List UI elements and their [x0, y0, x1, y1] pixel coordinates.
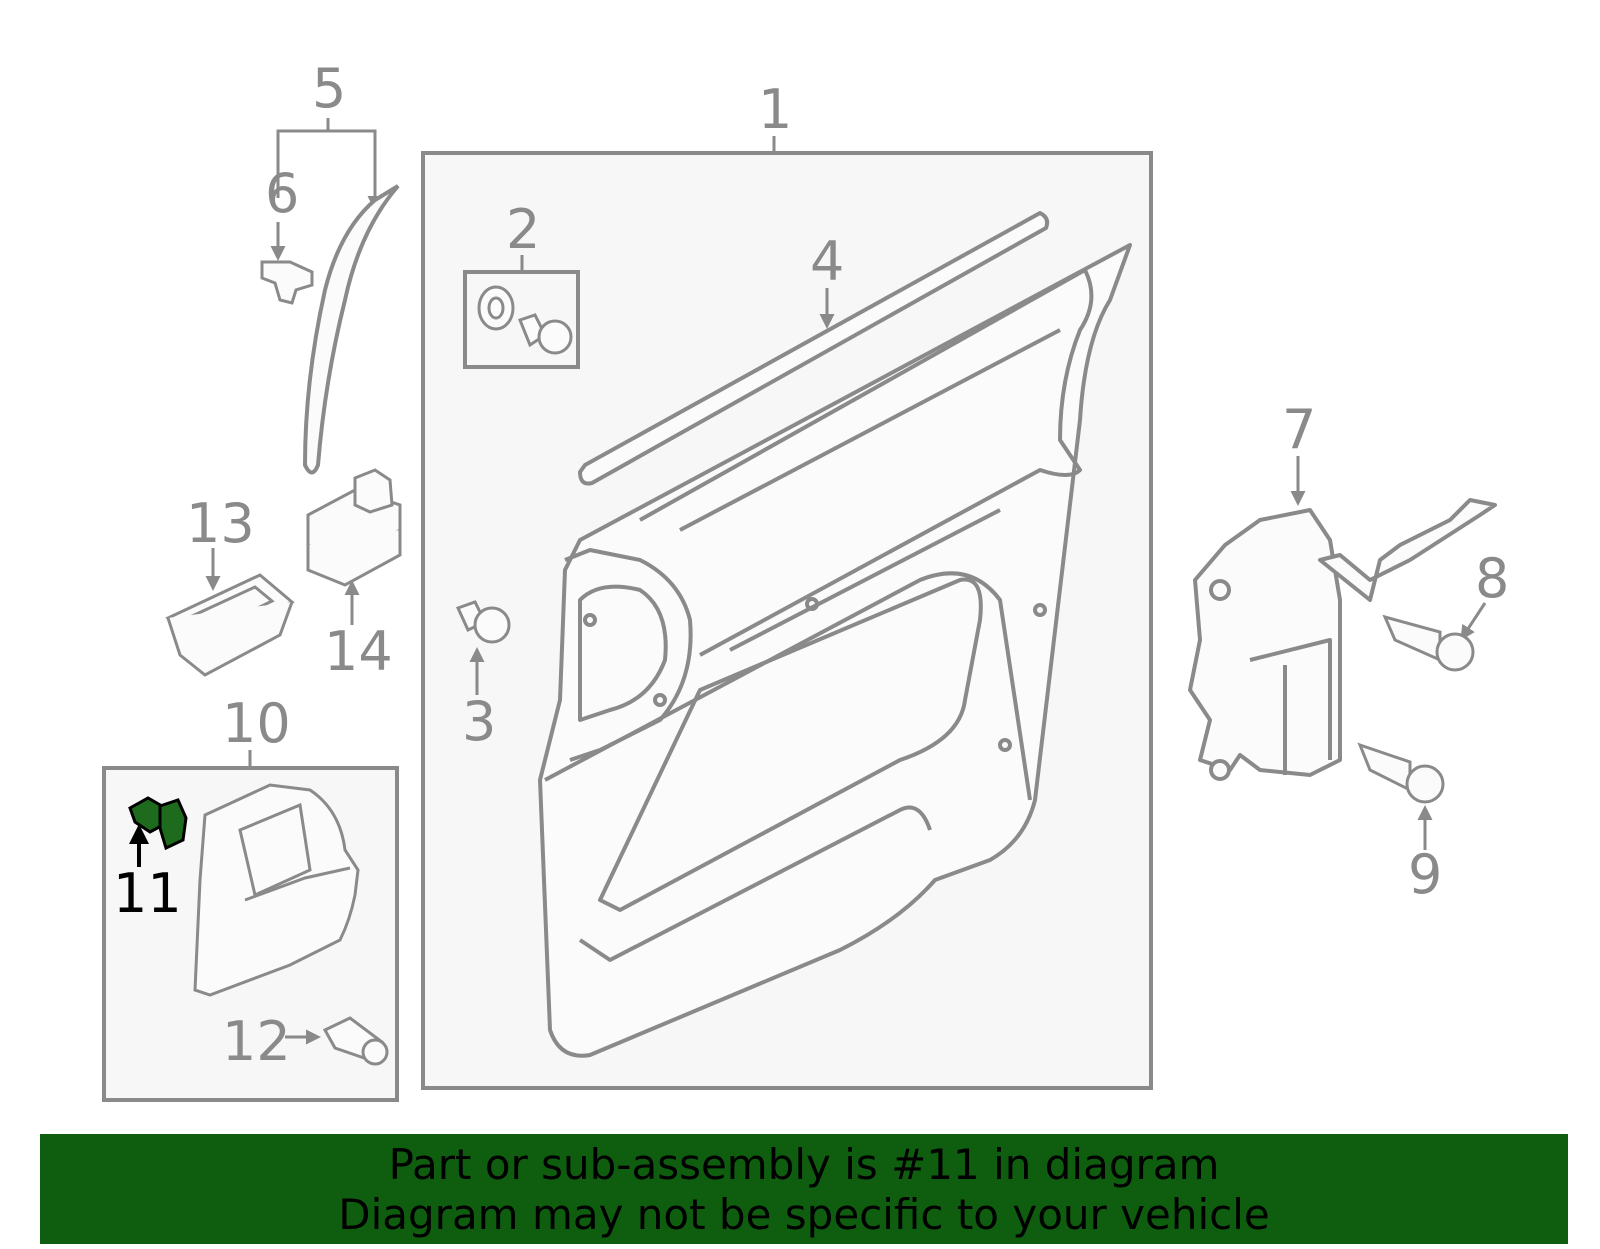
callout-9[interactable]: 9 — [1408, 843, 1442, 906]
armrest[interactable] — [193, 783, 360, 997]
garnish-molding[interactable] — [302, 184, 400, 475]
callout-13[interactable]: 13 — [186, 492, 255, 555]
info-banner: Part or sub-assembly is #11 in diagram D… — [40, 1134, 1568, 1244]
banner-line-1: Part or sub-assembly is #11 in diagram — [388, 1140, 1220, 1189]
switch-bezel[interactable] — [165, 573, 295, 677]
callout-1[interactable]: 1 — [758, 78, 792, 141]
callout-11[interactable]: 11 — [113, 862, 182, 925]
armrest-group: 10 11 12 — [102, 692, 399, 1102]
callout-7[interactable]: 7 — [1282, 398, 1316, 461]
callout-5[interactable]: 5 — [312, 57, 346, 120]
callout-4[interactable]: 4 — [810, 230, 844, 293]
push-clip[interactable] — [455, 600, 511, 644]
callout-8[interactable]: 8 — [1475, 547, 1509, 610]
banner-line-2: Diagram may not be specific to your vehi… — [338, 1190, 1270, 1239]
part-11-clip[interactable] — [128, 796, 188, 851]
power-window-switch[interactable] — [306, 468, 402, 587]
callout-14[interactable]: 14 — [324, 620, 393, 683]
callout-3[interactable]: 3 — [462, 690, 496, 753]
latch-screw-lower[interactable] — [1357, 742, 1445, 804]
callout-10[interactable]: 10 — [222, 692, 291, 755]
latch-screw-upper[interactable] — [1382, 614, 1475, 672]
molding-group: 5 6 — [260, 57, 400, 475]
door-trim-panel-group: 1 4 2 — [421, 78, 1153, 1090]
belt-weatherstrip[interactable] — [578, 211, 1050, 486]
callout-6[interactable]: 6 — [265, 162, 299, 225]
molding-clip[interactable] — [260, 260, 314, 305]
door-trim-panel[interactable] — [538, 243, 1132, 1058]
door-latch[interactable] — [1188, 498, 1497, 781]
callout-2[interactable]: 2 — [506, 198, 540, 261]
switch-connector[interactable] — [322, 1016, 389, 1066]
washer-and-clip[interactable] — [477, 285, 573, 355]
callout-12[interactable]: 12 — [222, 1010, 291, 1073]
